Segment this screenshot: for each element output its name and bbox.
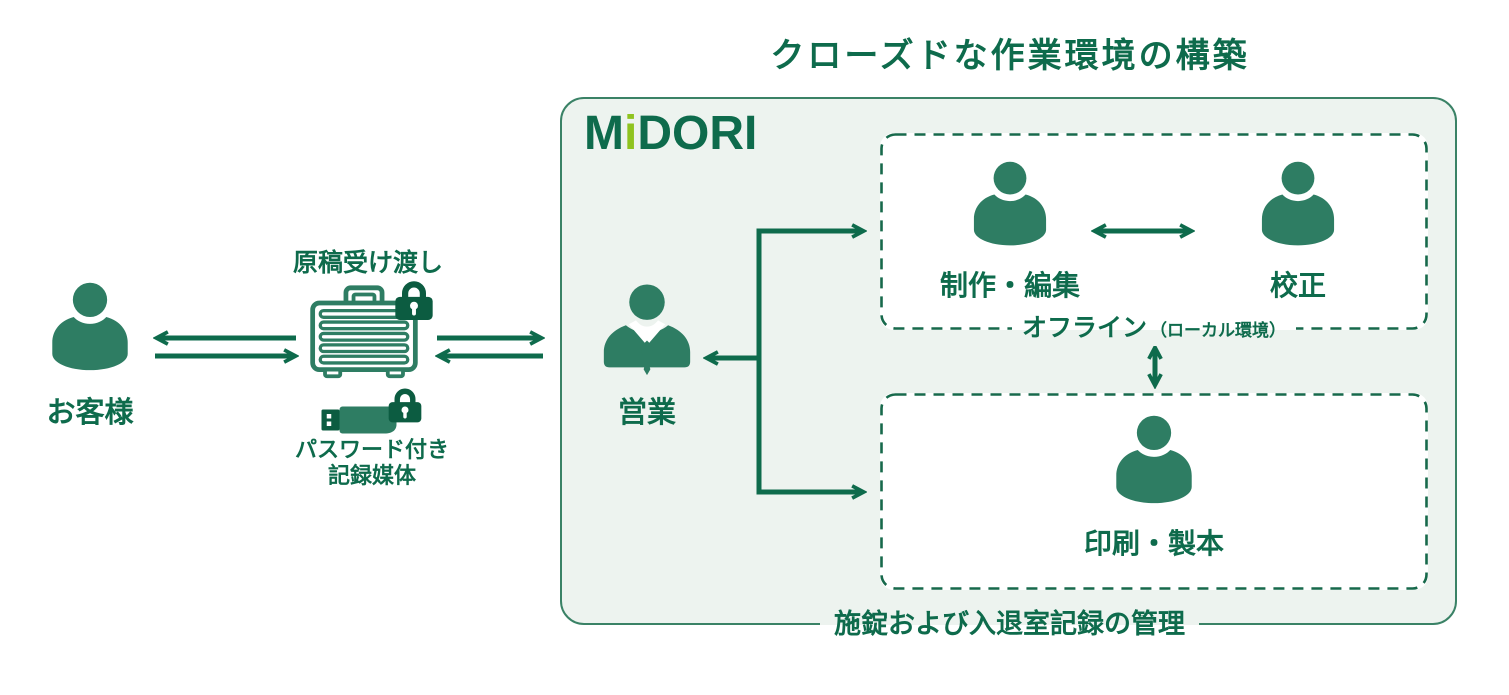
person-icon bbox=[47, 281, 133, 377]
logo-part-i: i bbox=[623, 107, 638, 160]
editor-label: 制作・編集 bbox=[940, 270, 1081, 301]
person-icon bbox=[969, 160, 1051, 252]
media-label: パスワード付き 記録媒体 bbox=[287, 437, 457, 489]
print-label: 印刷・製本 bbox=[1084, 528, 1225, 559]
customer-label: お客様 bbox=[46, 397, 134, 429]
business-person-icon bbox=[597, 283, 697, 377]
customer-group: お客様 bbox=[20, 281, 160, 431]
diagram-title: クローズドな作業環境の構築 bbox=[770, 37, 1250, 75]
proofreader-label: 校正 bbox=[1269, 270, 1326, 301]
offline-caption-text: オフライン bbox=[1021, 314, 1147, 342]
offline-caption-note: （ローカル環境） bbox=[1150, 321, 1286, 340]
print-group: 印刷・製本 bbox=[1084, 414, 1224, 562]
media-label-line1: パスワード付き bbox=[294, 437, 449, 462]
sales-label: 営業 bbox=[617, 397, 676, 429]
proofreader-group: 校正 bbox=[1228, 160, 1368, 304]
footer-caption-text: 施錠および入退室記録の管理 bbox=[820, 605, 1199, 643]
footer-caption: 施錠および入退室記録の管理 bbox=[562, 605, 1457, 643]
lock-icon bbox=[390, 277, 438, 322]
person-icon bbox=[1111, 414, 1197, 510]
sales-group: 営業 bbox=[587, 283, 707, 431]
logo-part-dori: DORI bbox=[637, 107, 758, 160]
media-label-line2: 記録媒体 bbox=[327, 462, 416, 488]
person-icon bbox=[1257, 160, 1339, 252]
logo-part-m: M bbox=[584, 107, 624, 160]
handover-label: 原稿受け渡し bbox=[292, 249, 443, 277]
lock-icon bbox=[384, 385, 426, 424]
offline-caption-badge: オフライン （ローカル環境） bbox=[1011, 310, 1296, 346]
offline-caption: オフライン （ローカル環境） bbox=[880, 310, 1428, 346]
midori-logo: MiDORI bbox=[584, 106, 757, 161]
editor-group: 制作・編集 bbox=[940, 160, 1080, 304]
